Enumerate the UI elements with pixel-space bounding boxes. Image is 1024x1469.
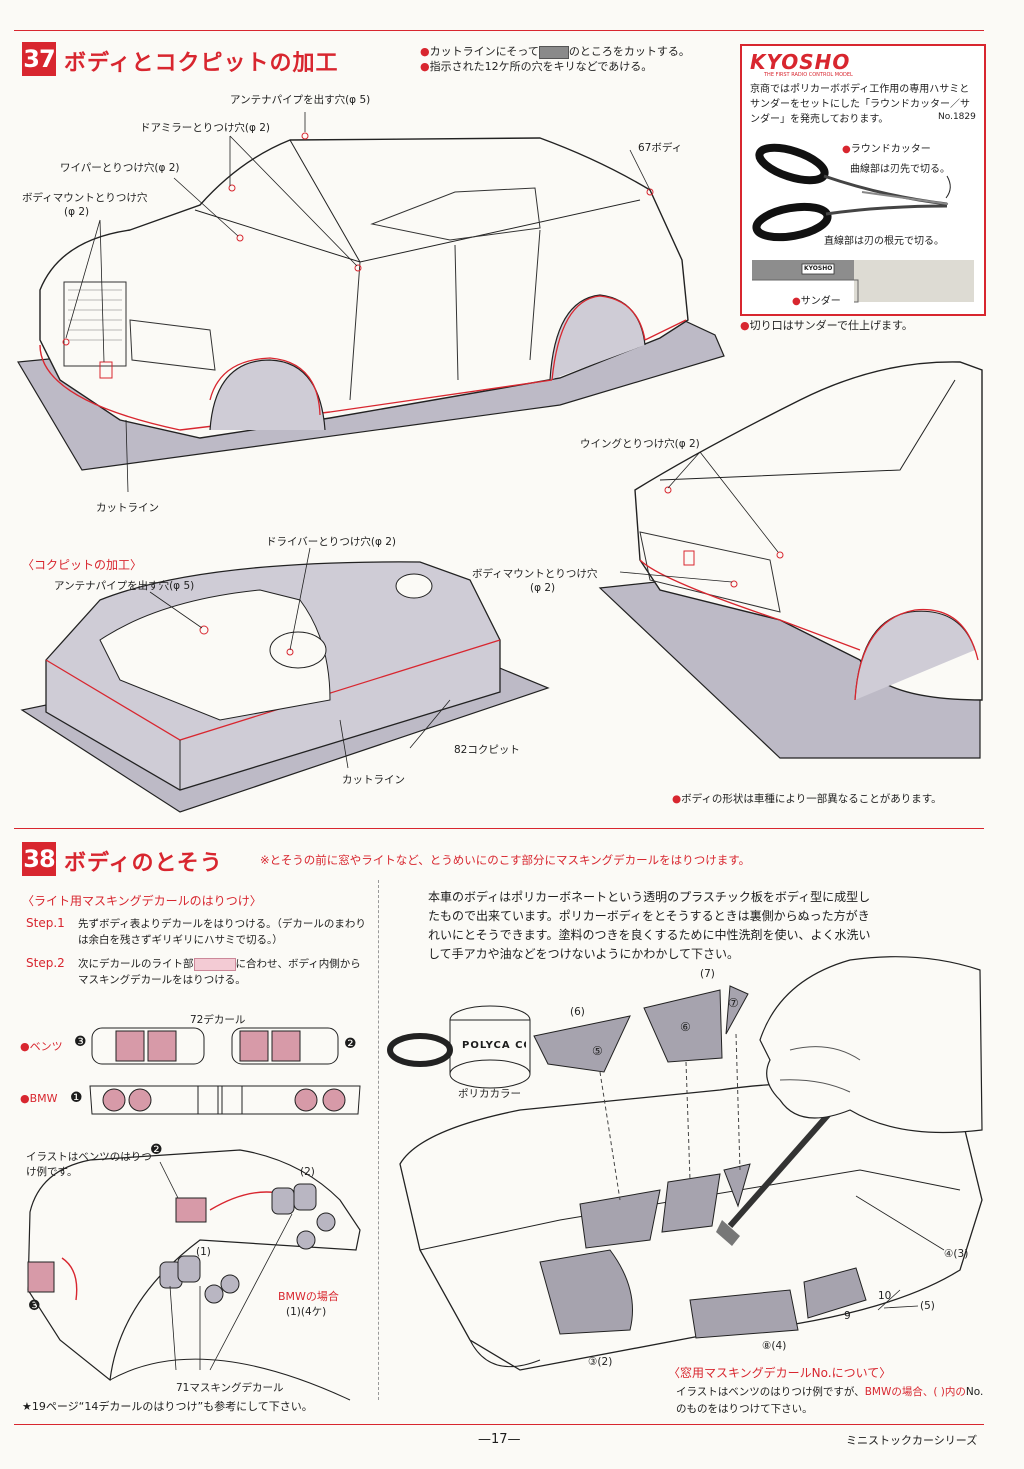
benz-num-2: ❷ xyxy=(344,1036,357,1052)
callout-9: 9 xyxy=(844,1310,851,1322)
callout-5: ⑤ xyxy=(592,1044,603,1058)
light-decals xyxy=(27,1027,361,1401)
top-rule xyxy=(14,30,984,31)
light-swatch xyxy=(193,957,236,971)
straight-tip: 直線部は刃の根元で切る。 xyxy=(824,236,944,247)
paint-instructions: 本車のボディはポリカーボネートという透明のプラスチック板をボディ型に成型したもの… xyxy=(428,890,871,961)
illustration-note: イラストはベンツのはりつけ例です。 xyxy=(26,1151,152,1178)
step2-text: 次にデカールのライト部に合わせ、ボディ内側からマスキングデカールをはりつける。 xyxy=(78,957,361,986)
label-driver-hole: ドライバーとりつけ穴(φ 2) xyxy=(266,536,397,548)
callout-7b: ⑦ xyxy=(728,996,739,1010)
benz-num-3: ❸ xyxy=(74,1034,87,1050)
footer-rule xyxy=(14,1424,984,1425)
paint-label: ポリカカラー xyxy=(458,1088,521,1100)
cockpit-heading: 〈コクピットの加工〉 xyxy=(22,558,143,572)
label-rear-mount-size: (φ 2) xyxy=(530,582,556,594)
kyosho-ad: KYOSHO THE FIRST RADIO CONTROL MODEL 京商で… xyxy=(740,44,986,316)
callout-4-3: ④(3) xyxy=(944,1248,969,1260)
bmw-case-label: BMWの場合 xyxy=(278,1290,339,1303)
shape-note: ●ボディの形状は車種により一部異なることがあります。 xyxy=(672,793,942,805)
callout-6a: (6) xyxy=(570,1006,585,1018)
label-rear-mount-hole: ボディマウントとりつけ穴 xyxy=(472,568,598,580)
section-37-title: ボディとコクピットの加工 xyxy=(64,51,339,76)
label-antenna-hole: アンテナパイプを出す穴(φ 5) xyxy=(230,94,371,106)
callout-10: 10 xyxy=(878,1290,892,1302)
callout-7: (7) xyxy=(700,968,715,980)
label-mirror-hole: ドアミラーとりつけ穴(φ 2) xyxy=(140,122,271,134)
window-decal-heading: 〈窓用マスキングデカールNo.について〉 xyxy=(668,1366,892,1380)
section-37-illustrations xyxy=(17,112,983,813)
bmw-num-1: ❶ xyxy=(70,1090,83,1106)
step1-label: Step.1 xyxy=(26,916,65,930)
cut-instruction: ●カットラインにそってのところをカットする。 ●指示された12ケ所の穴をキリなど… xyxy=(420,45,690,73)
sander-brand: KYOSHO xyxy=(804,265,833,272)
label-mount-hole: ボディマウントとりつけ穴 xyxy=(22,192,148,204)
label-cockpit-part: 82コクピット xyxy=(454,744,520,756)
step2-label: Step.2 xyxy=(26,956,65,970)
section-divider xyxy=(14,828,984,829)
sander-label: サンダー xyxy=(800,296,841,307)
label-wing-hole: ウイングとりつけ穴(φ 2) xyxy=(580,438,700,450)
masking-decal-label: 71マスキングデカール xyxy=(176,1382,284,1394)
section-38-number: 38 xyxy=(22,842,56,876)
callout-1: (1) xyxy=(196,1246,211,1258)
callout-8-4: ⑧(4) xyxy=(762,1340,787,1352)
bumper-num-3: ❸ xyxy=(28,1298,41,1314)
finish-note: ●切り口はサンダーで仕上げます。 xyxy=(740,319,913,332)
benz-label: ●ベンツ xyxy=(20,1040,63,1053)
label-cockpit-antenna: アンテナパイプを出す穴(φ 5) xyxy=(54,580,195,592)
callout-5b: (5) xyxy=(920,1300,935,1312)
callout-6: ⑥ xyxy=(680,1020,691,1034)
window-decal-note: イラストはベンツのはりつけ例ですが、BMWの場合、( )内のNo.のものをはりつ… xyxy=(676,1386,984,1415)
bmw-label: ●BMW xyxy=(20,1092,58,1105)
label-mount-size: (φ 2) xyxy=(64,206,90,218)
cutter-label: ラウンドカッター xyxy=(850,144,931,155)
page-number: —17— xyxy=(478,1432,521,1447)
light-decal-heading: 〈ライト用マスキングデカールのはりつけ〉 xyxy=(22,894,262,908)
reference-note: ★19ページ“14デカールのはりつけ”も参考にして下さい。 xyxy=(22,1400,313,1413)
product-number: No.1829 xyxy=(938,112,976,122)
scissors-illustration xyxy=(752,143,974,303)
column-divider xyxy=(378,880,379,1400)
label-cockpit-cutline: カットライン xyxy=(342,774,405,786)
bmw-count: (1)(4ケ) xyxy=(286,1306,327,1318)
decal-72-label: 72デカール xyxy=(190,1014,246,1026)
series-name: ミニストックカーシリーズ xyxy=(846,1434,978,1447)
label-body-part: 67ボディ xyxy=(638,142,683,154)
kyosho-logo: KYOSHO xyxy=(750,50,851,74)
section-38-title: ボディのとそう xyxy=(64,851,223,876)
label-wiper-hole: ワイパーとりつけ穴(φ 2) xyxy=(60,162,180,174)
callout-2: (2) xyxy=(300,1166,315,1178)
bumper-num-2: ❷ xyxy=(150,1142,163,1158)
ad-text: 京商ではポリカーボボディ工作用の専用ハサミとサンダーをセットにした「ラウンドカッ… xyxy=(750,84,970,125)
kyosho-tagline: THE FIRST RADIO CONTROL MODEL xyxy=(764,72,853,78)
label-cutline-body: カットライン xyxy=(96,502,159,514)
step1-text: 先ずボディ表よりデカールをはりつける。（デカールのまわりは余白を残さずギリギリに… xyxy=(78,918,366,946)
callout-3-2: ③(2) xyxy=(588,1356,613,1368)
section-37-number: 37 xyxy=(22,42,56,76)
curve-tip: 曲線部は刃先で切る。 xyxy=(850,164,950,175)
cut-swatch xyxy=(538,45,569,59)
paint-can-brand: POLYCA COLOR xyxy=(462,1040,526,1051)
masking-warning: ※とそうの前に窓やライトなど、とうめいにのこす部分にマスキングデカールをはりつけ… xyxy=(260,853,751,867)
